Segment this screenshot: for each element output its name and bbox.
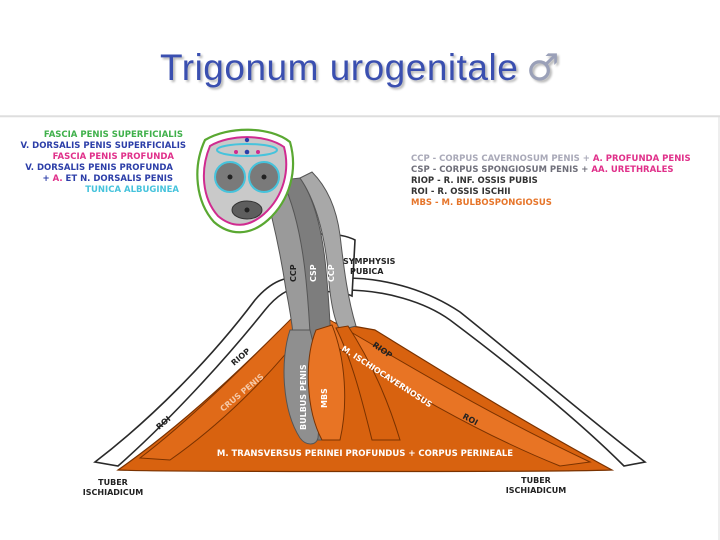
deep-dorsal-vein	[244, 149, 250, 155]
penis-cross-section	[196, 128, 295, 234]
label-ccp-left: CCP	[289, 264, 298, 282]
legend-et-n: ET N. DORSALIS PENIS	[63, 174, 173, 184]
legend-tunica-albuginea: TUNICA ALBUGINEA	[85, 185, 179, 195]
legend-v-dorsalis-profunda: V. DORSALIS PENIS PROFUNDA	[25, 163, 173, 173]
legend-v-dorsalis-superficialis: V. DORSALIS PENIS SUPERFICIALIS	[20, 141, 186, 151]
legend-right: CCP - CORPUS CAVERNOSUM PENIS + A. PROFU…	[411, 154, 691, 208]
label-pubica: PUBICA	[350, 267, 384, 276]
label-tuber-left-1: TUBER	[98, 478, 128, 487]
urethra	[244, 207, 250, 213]
legend-plus: +	[42, 174, 52, 184]
legend-riop: RIOP - R. INF. OSSIS PUBIS	[411, 176, 538, 186]
legend-ccp-accent: A. PROFUNDA PENIS	[593, 154, 691, 164]
tunica-albuginea-top	[216, 143, 278, 157]
superficial-dorsal-vein	[244, 137, 250, 143]
label-ccp-right: CCP	[327, 264, 336, 282]
legend-roi: ROI - R. OSSIS ISCHII	[411, 187, 511, 197]
label-tuber-left-2: ISCHIADICUM	[83, 488, 143, 497]
bulbospongiosus	[307, 324, 346, 441]
mbs-right	[335, 325, 401, 441]
label-transversus: M. TRANSVERSUS PERINEI PROFUNDUS + CORPU…	[217, 449, 513, 459]
legend-a: A.	[53, 174, 63, 184]
title-text: Trigonum urogenitale	[160, 47, 519, 88]
ccp-right-shaft	[299, 171, 357, 331]
legend-ccp: CCP - CORPUS CAVERNOSUM PENIS + A. PROFU…	[411, 154, 691, 164]
dorsal-artery-left	[234, 150, 238, 154]
label-tuber-right-2: ISCHIADICUM	[506, 486, 566, 495]
legend-left: FASCIA PENIS SUPERFICIALIS V. DORSALIS P…	[20, 130, 186, 195]
label-bulbus-penis: BULBUS PENIS	[299, 364, 308, 430]
legend-mbs: MBS - M. BULBOSPONGIOSUS	[411, 198, 552, 208]
label-symphysis: SYMPHYSIS	[343, 257, 396, 266]
legend-csp: CSP - CORPUS SPONGIOSUM PENIS + AA. URET…	[411, 165, 674, 175]
legend-ccp-text: CCP - CORPUS CAVERNOSUM PENIS +	[411, 154, 593, 164]
right-deep-artery	[261, 174, 267, 180]
legend-fascia-superficialis: FASCIA PENIS SUPERFICIALIS	[44, 130, 183, 140]
label-tuber-right-1: TUBER	[521, 476, 551, 485]
dorsal-artery-right	[256, 150, 260, 154]
legend-a-et-n-dorsalis: + A. ET N. DORSALIS PENIS	[42, 174, 173, 184]
slide-title: Trigonum urogenitale♂	[0, 46, 720, 89]
label-mbs: MBS	[320, 388, 329, 408]
label-csp: CSP	[309, 264, 318, 282]
left-deep-artery	[227, 174, 233, 180]
right-ischiocavernosus	[324, 319, 592, 467]
legend-csp-accent: AA. URETHRALES	[591, 165, 673, 175]
legend-fascia-profunda: FASCIA PENIS PROFUNDA	[53, 152, 175, 162]
male-symbol-icon: ♂	[526, 46, 560, 89]
legend-csp-text: CSP - CORPUS SPONGIOSUM PENIS +	[411, 165, 591, 175]
